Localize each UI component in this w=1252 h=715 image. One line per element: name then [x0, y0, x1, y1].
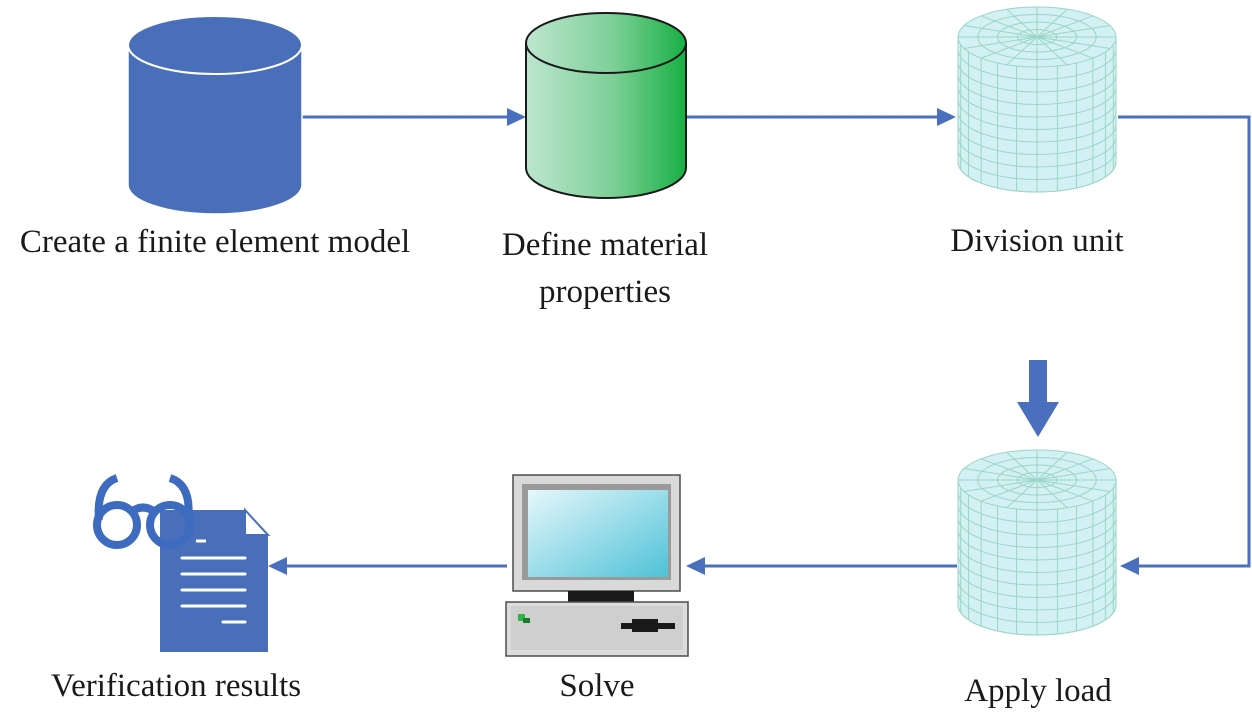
define-material-label-line2: properties	[539, 273, 671, 310]
apply-load-label-text: Apply load	[964, 673, 1112, 709]
solve-label-text: Solve	[559, 668, 635, 704]
apply-load-label: Apply load	[888, 668, 1188, 715]
database-cylinder-icon	[127, 15, 303, 215]
connector-solve-to-verification	[268, 557, 507, 575]
connector-division-to-applyload	[1118, 115, 1251, 575]
meshed-cylinder-icon	[957, 6, 1117, 193]
create-model-label: Create a finite element model	[0, 219, 430, 266]
down-arrow-icon	[1017, 360, 1059, 437]
desktop-computer-icon	[505, 474, 689, 657]
gradient-cylinder-icon	[525, 12, 687, 199]
verification-label: Verification results	[20, 663, 332, 710]
document-with-glasses-icon	[93, 474, 271, 652]
define-material-label-line1: Define material	[501, 227, 709, 263]
division-unit-label: Division unit	[887, 218, 1187, 265]
glasses-icon	[93, 474, 194, 549]
connector-define-to-division	[686, 108, 956, 126]
solve-label: Solve	[497, 663, 697, 710]
meshed-cylinder-icon	[957, 449, 1117, 636]
division-unit-label-text: Division unit	[950, 223, 1124, 259]
connector-applyload-to-solve	[686, 557, 957, 575]
define-material-label: Define material properties	[455, 222, 755, 316]
verification-label-text: Verification results	[50, 668, 302, 704]
create-model-label-text: Create a finite element model	[19, 224, 411, 260]
connector-create-to-define	[302, 108, 526, 126]
